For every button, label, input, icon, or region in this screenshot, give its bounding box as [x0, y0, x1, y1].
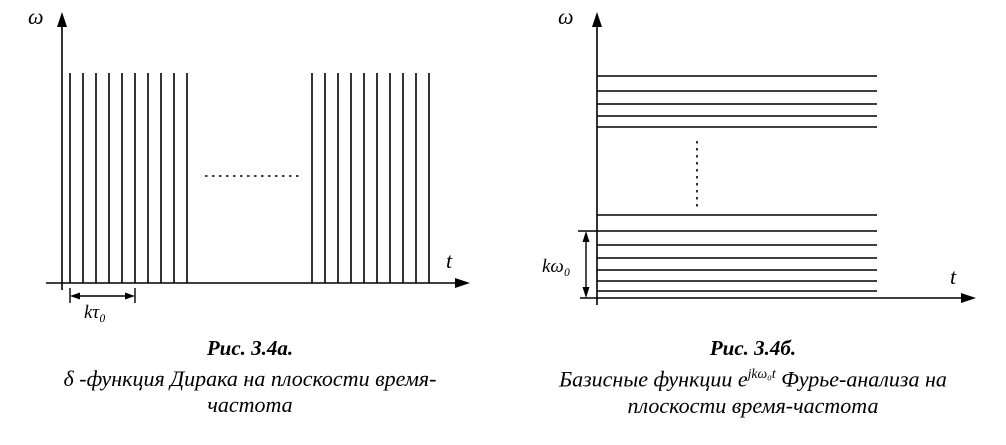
- time-axis-label: t: [446, 248, 453, 273]
- interval-arrow: [69, 288, 136, 303]
- time-axis-arrowhead-icon: [455, 278, 470, 288]
- time-axis-label: t: [950, 264, 957, 289]
- harmonic-group-top: [597, 75, 877, 128]
- right-caption-suffix: Фурье-анализа на: [775, 366, 947, 392]
- interval-arrowhead-left-icon: [70, 292, 80, 300]
- time-axis-arrowhead-icon: [961, 293, 976, 303]
- interval-label: kτ₀: [84, 302, 106, 323]
- figure-3-4b: ω t kω₀ Рис. 3.4б. Базисные функции ejkω…: [500, 0, 1006, 419]
- harmonic-interval-arrow: [582, 231, 590, 298]
- right-caption: Рис. 3.4б. Базисные функции ejkω₀t Фурье…: [500, 336, 1006, 419]
- delta-pulse-group-1: [69, 73, 188, 283]
- left-caption-title: Рис. 3.4а.: [206, 336, 294, 360]
- omega-axis-arrowhead-icon: [57, 12, 67, 27]
- figure-3-4a: ω t kτ₀ Рис. 3.4а. δ -функция: [0, 0, 500, 419]
- omega-axis-label: ω: [558, 4, 574, 29]
- left-caption-line2: частота: [207, 392, 293, 418]
- left-diagram-svg: ω t kτ₀: [28, 4, 470, 323]
- left-caption: Рис. 3.4а. δ -функция Дирака на плоскост…: [0, 336, 500, 419]
- delta-pulse-group-2: [311, 73, 430, 283]
- omega-axis-arrowhead-icon: [592, 12, 602, 27]
- interval-arrowhead-right-icon: [125, 292, 135, 300]
- right-caption-prefix: Базисные функции e: [559, 366, 748, 392]
- right-caption-title: Рис. 3.4б.: [709, 336, 797, 360]
- right-caption-exponent: jkω₀t: [747, 366, 776, 381]
- right-caption-line2: плоскости время-частота: [627, 392, 879, 418]
- interval-label: kω₀: [542, 256, 570, 277]
- harmonic-group-bottom: [578, 214, 877, 292]
- right-caption-line1: Базисные функции ejkω₀t Фурье-анализа на: [500, 366, 1006, 393]
- right-diagram-svg: ω t kω₀: [542, 4, 976, 305]
- left-caption-line1: δ -функция Дирака на плоскости время-: [63, 366, 437, 391]
- interval-arrowhead-bottom-icon: [582, 287, 590, 298]
- omega-axis-label: ω: [28, 4, 44, 29]
- interval-arrowhead-top-icon: [582, 231, 590, 242]
